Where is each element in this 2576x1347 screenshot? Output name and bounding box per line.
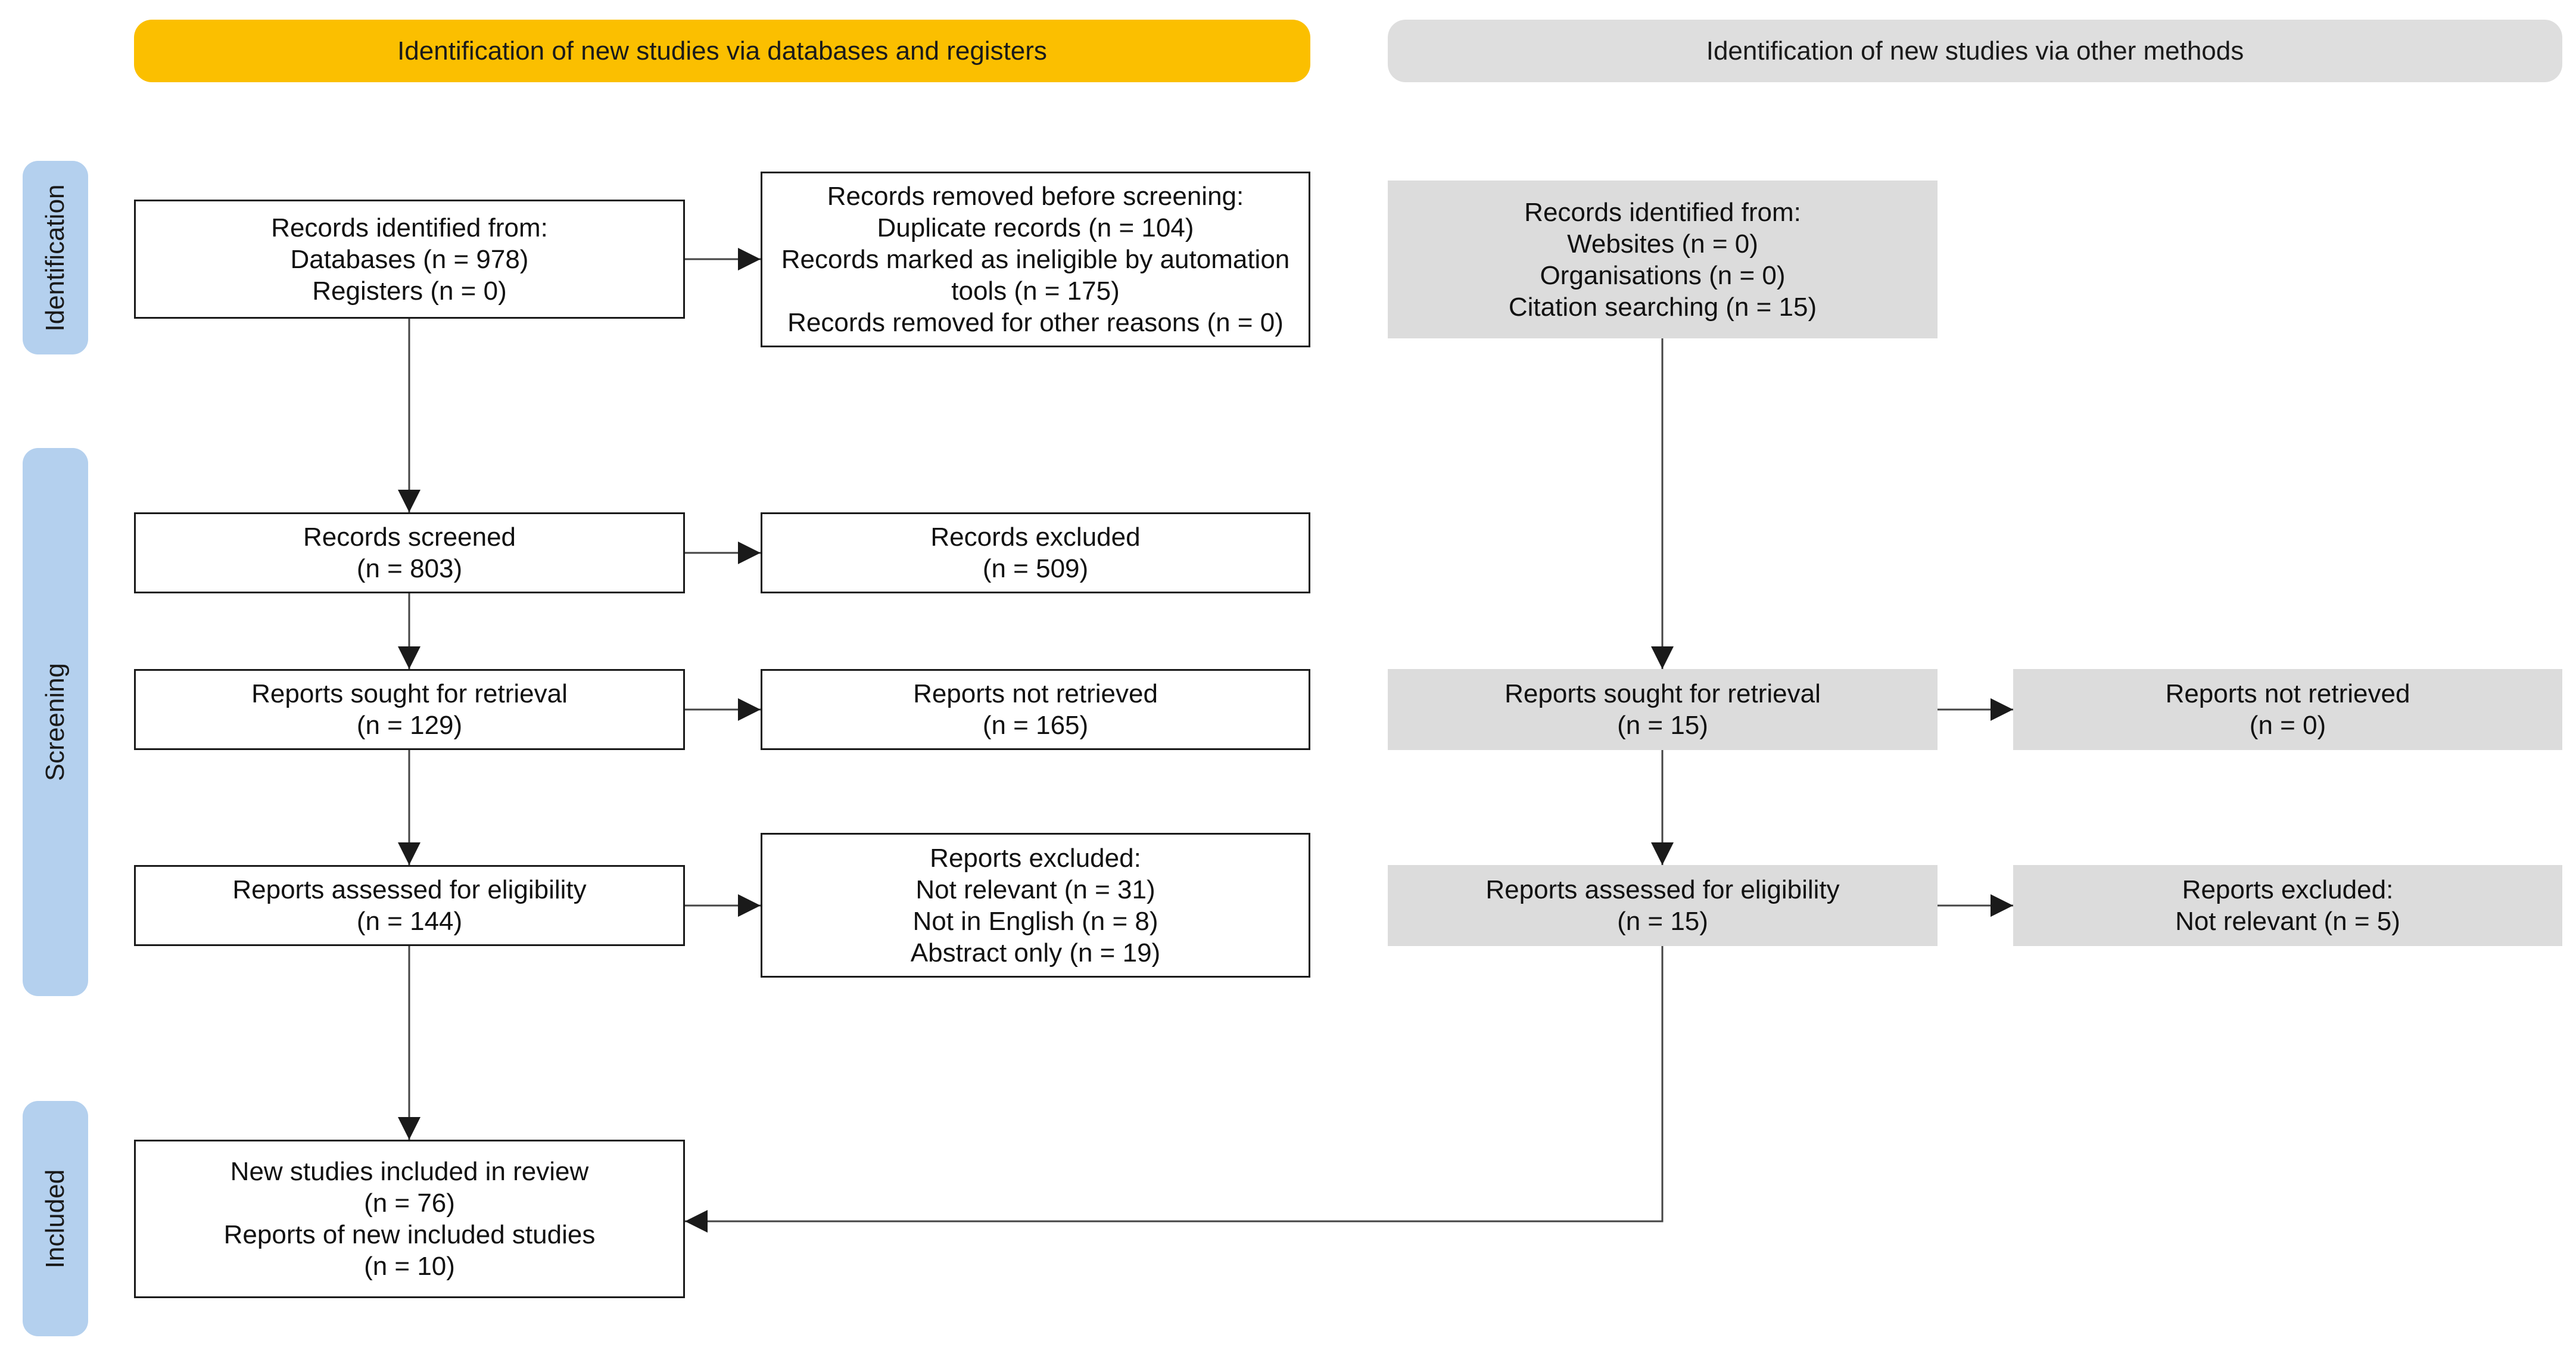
other-reports-sought-box: Reports sought for retrieval (n = 15) (1388, 669, 1938, 750)
box-line: Citation searching (n = 15) (1508, 292, 1817, 322)
box-line: Records screened (303, 522, 516, 552)
box-line: (n = 165) (982, 711, 1089, 740)
box-line: Registers (n = 0) (312, 276, 507, 306)
arrow-other-assessed-to-included (685, 946, 1664, 1233)
box-line: (n = 509) (982, 554, 1089, 583)
box-line: tools (n = 175) (951, 276, 1120, 306)
box-line: Reports not retrieved (2165, 679, 2410, 708)
reports-excluded-box: Reports excluded: Not relevant (n = 31) … (761, 833, 1310, 978)
records-removed-box: Records removed before screening: Duplic… (761, 172, 1310, 347)
box-line: (n = 129) (356, 711, 463, 740)
box-line: Not relevant (n = 31) (915, 875, 1155, 904)
studies-included-box: New studies included in review (n = 76) … (134, 1140, 685, 1298)
box-line: (n = 15) (1617, 907, 1708, 936)
records-screened-box: Records screened (n = 803) (134, 512, 685, 593)
phase-screening: Screening (23, 448, 88, 996)
box-line: New studies included in review (230, 1157, 589, 1186)
box-line: Not in English (n = 8) (912, 906, 1158, 936)
box-line: Records identified from: (1524, 197, 1801, 227)
phase-included: Included (23, 1101, 88, 1336)
box-line: Abstract only (n = 19) (910, 938, 1161, 968)
reports-assessed-box: Reports assessed for eligibility (n = 14… (134, 865, 685, 946)
other-reports-assessed-box: Reports assessed for eligibility (n = 15… (1388, 865, 1938, 946)
box-line: (n = 76) (364, 1189, 455, 1218)
box-line: (n = 0) (2249, 711, 2326, 740)
box-line: Records identified from: (271, 213, 548, 242)
phase-identification: Identification (23, 161, 88, 354)
box-line: Reports excluded: (930, 843, 1141, 873)
box-line: (n = 15) (1617, 711, 1708, 740)
box-line: Not relevant (n = 5) (2175, 907, 2400, 936)
box-line: Reports sought for retrieval (251, 679, 568, 708)
other-records-identified-box: Records identified from: Websites (n = 0… (1388, 181, 1938, 338)
box-line: Websites (n = 0) (1567, 229, 1758, 259)
box-line: Records removed for other reasons (n = 0… (787, 308, 1284, 337)
other-reports-excluded-box: Reports excluded: Not relevant (n = 5) (2013, 865, 2562, 946)
box-line: (n = 803) (356, 554, 463, 583)
box-line: Reports sought for retrieval (1505, 679, 1821, 708)
box-line: Organisations (n = 0) (1540, 260, 1786, 290)
databases-header: Identification of new studies via databa… (134, 20, 1310, 82)
box-line: Reports assessed for eligibility (1485, 875, 1840, 904)
box-line: Reports not retrieved (913, 679, 1158, 708)
records-identified-box: Records identified from: Databases (n = … (134, 200, 685, 319)
box-line: (n = 144) (356, 907, 463, 936)
box-line: Records marked as ineligible by automati… (781, 245, 1290, 274)
box-line: Records removed before screening: (827, 182, 1244, 211)
box-line: (n = 10) (364, 1252, 455, 1281)
box-line: Databases (n = 978) (290, 244, 529, 274)
box-line: Records excluded (930, 522, 1141, 552)
box-line: Duplicate records (n = 104) (877, 213, 1194, 242)
box-line: Reports assessed for eligibility (232, 875, 587, 904)
records-excluded-box: Records excluded (n = 509) (761, 512, 1310, 593)
other-methods-header: Identification of new studies via other … (1388, 20, 2562, 82)
reports-not-retrieved-box: Reports not retrieved (n = 165) (761, 669, 1310, 750)
other-reports-not-retrieved-box: Reports not retrieved (n = 0) (2013, 669, 2562, 750)
box-line: Reports excluded: (2182, 875, 2394, 904)
reports-sought-box: Reports sought for retrieval (n = 129) (134, 669, 685, 750)
box-line: Reports of new included studies (223, 1220, 596, 1249)
